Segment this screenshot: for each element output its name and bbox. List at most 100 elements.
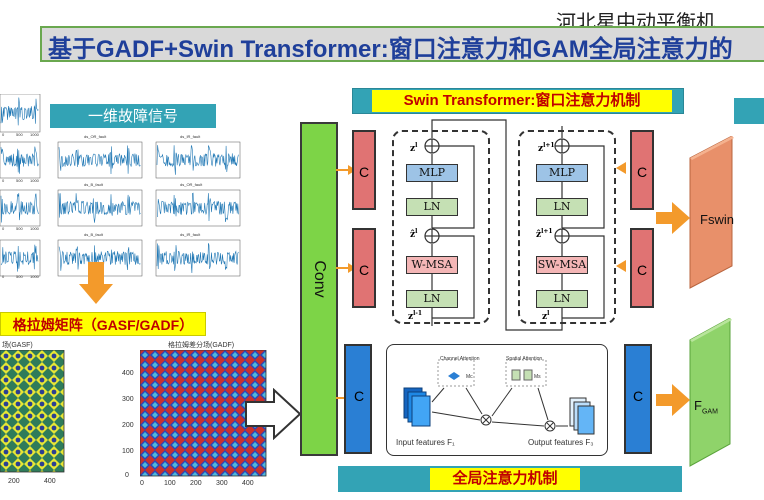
fgam-label-main: F — [694, 398, 702, 413]
signal-plot-tick: 1000 — [30, 132, 40, 137]
w-msa-layer: W-MSA — [406, 256, 458, 274]
swin-block-2 — [518, 130, 616, 324]
signal-plot-label: ds_IR_fault — [180, 232, 201, 237]
gadf-x-tick: 200 — [190, 480, 202, 487]
gasf-plot-title: 场(GASF) — [2, 342, 33, 349]
title-banner — [40, 26, 764, 62]
signal-plot-label: ds_B_fault — [84, 182, 104, 187]
signal-plot-tick: 1000 — [30, 226, 40, 231]
mc-label: Mc — [466, 374, 473, 380]
signal-plot-label: ds_B_fault — [84, 232, 104, 237]
gadf-y-tick: 400 — [122, 370, 134, 377]
c-block-swin-2 — [352, 228, 376, 308]
gadf-x-tick: 400 — [242, 480, 254, 487]
gasf-x-tick: 200 — [8, 478, 20, 485]
fgam-label-sub: GAM — [701, 408, 718, 416]
signal-waveform — [0, 244, 39, 272]
z-label-text: ẑ — [410, 230, 416, 240]
c-label: C — [637, 262, 648, 278]
z-label-sup: l+1 — [543, 142, 555, 149]
z-label-sup: l — [415, 142, 418, 149]
input-features-label: Input features F₁ — [396, 438, 455, 447]
page-title: 基于GADF+Swin Transformer:窗口注意力和GAM全局注意力的 — [48, 36, 733, 63]
fswin-output — [656, 136, 734, 289]
signal-waveform — [58, 145, 141, 175]
signal-plot-tick: 500 — [16, 178, 23, 183]
swin-label: Swin Transformer:窗口注意力机制 — [372, 90, 672, 112]
sw-msa-layer: SW-MSA — [536, 256, 588, 274]
signal-waveform — [0, 193, 39, 223]
gasf-x-tick: 400 — [44, 478, 56, 485]
signal-plot-label: ds_OR_fault — [84, 134, 107, 139]
signal-waveform — [156, 144, 239, 175]
gadf-x-tick: 0 — [140, 480, 144, 487]
c-label: C — [359, 164, 370, 180]
z-label: zl — [410, 142, 417, 154]
ln-layer: LN — [536, 198, 588, 216]
z-label-text: z — [408, 312, 414, 322]
signal-waveform — [156, 243, 239, 274]
signal-plot-tick: 1000 — [30, 178, 40, 183]
ln-layer: LN — [406, 290, 458, 308]
channel-attention-label: Channel Attention — [440, 356, 480, 362]
z-label-sup: l — [415, 228, 418, 235]
z-hat-label: ẑl — [410, 228, 417, 240]
ln-layer: LN — [406, 198, 458, 216]
gadf-x-tick: 300 — [216, 480, 228, 487]
swin-block-1 — [392, 130, 490, 324]
gadf-plot-title: 格拉姆差分场(GADF) — [168, 342, 235, 349]
signal-label: 一维故障信号 — [50, 104, 216, 128]
signal-waveform — [0, 146, 39, 174]
input-arrow-icon — [245, 388, 302, 440]
arrow-icon — [616, 260, 626, 272]
c-block-gam-out — [624, 344, 652, 454]
gadf-y-tick: 300 — [122, 396, 134, 403]
fgam-output — [656, 318, 732, 467]
c-label: C — [633, 388, 644, 404]
signal-plot-tick: 0 — [2, 132, 5, 137]
z-hat-label: ẑl+1 — [536, 228, 553, 240]
fgam-label: FGAM — [694, 398, 718, 416]
fswin-label: Fswin — [700, 212, 734, 227]
signal-waveform — [0, 97, 39, 126]
c-label: C — [637, 164, 648, 180]
z-label: zl+1 — [538, 142, 555, 154]
z-label-text: z — [542, 312, 548, 322]
conv-block — [300, 122, 338, 456]
signal-plot-tick: 500 — [16, 132, 23, 137]
gadf-x-tick: 100 — [164, 480, 176, 487]
mlp-layer: MLP — [536, 164, 588, 182]
z-label-sup: l+1 — [541, 228, 553, 235]
signal-plot-tick: 0 — [2, 178, 5, 183]
c-block-swin-1 — [352, 130, 376, 210]
down-arrow-icon — [79, 262, 113, 304]
conv-label: Conv — [311, 260, 328, 298]
gadf-y-tick: 100 — [122, 448, 134, 455]
swin-connections — [424, 119, 605, 331]
ln-layer: LN — [536, 290, 588, 308]
z-label-sup: l-1 — [413, 310, 423, 317]
signal-waveform — [58, 193, 141, 223]
signal-waveform — [156, 192, 239, 223]
gam-label: 全局注意力机制 — [430, 468, 580, 490]
gam-flow — [403, 359, 595, 435]
c-block-swin-3 — [630, 130, 654, 210]
z-prev-label: zl-1 — [408, 310, 422, 322]
c-label: C — [354, 388, 365, 404]
teal-block — [734, 98, 764, 124]
signal-plot-label: ds_OR_fault — [180, 182, 203, 187]
c-label: C — [359, 262, 370, 278]
signal-plot-tick: 0 — [2, 274, 5, 279]
signal-plot-tick: 1000 — [30, 274, 40, 279]
output-features-label: Output features F₃ — [528, 438, 594, 447]
gram-matrix-label: 格拉姆矩阵（GASF/GADF） — [0, 312, 206, 336]
gadf-y-tick: 0 — [125, 472, 129, 479]
z-label-text: z — [410, 144, 416, 154]
z-prev-label: zl — [542, 310, 549, 322]
z-label-sup: l — [547, 310, 550, 317]
signal-plots: ds_OR_fault ds_IR_fault ds_B_fault ds_OR_fa… — [0, 94, 241, 279]
c-block-swin-4 — [630, 228, 654, 308]
gadf-y-tick: 200 — [122, 422, 134, 429]
signal-plot-tick: 0 — [2, 226, 5, 231]
spatial-attention-label: Spatial Attention — [506, 356, 543, 362]
